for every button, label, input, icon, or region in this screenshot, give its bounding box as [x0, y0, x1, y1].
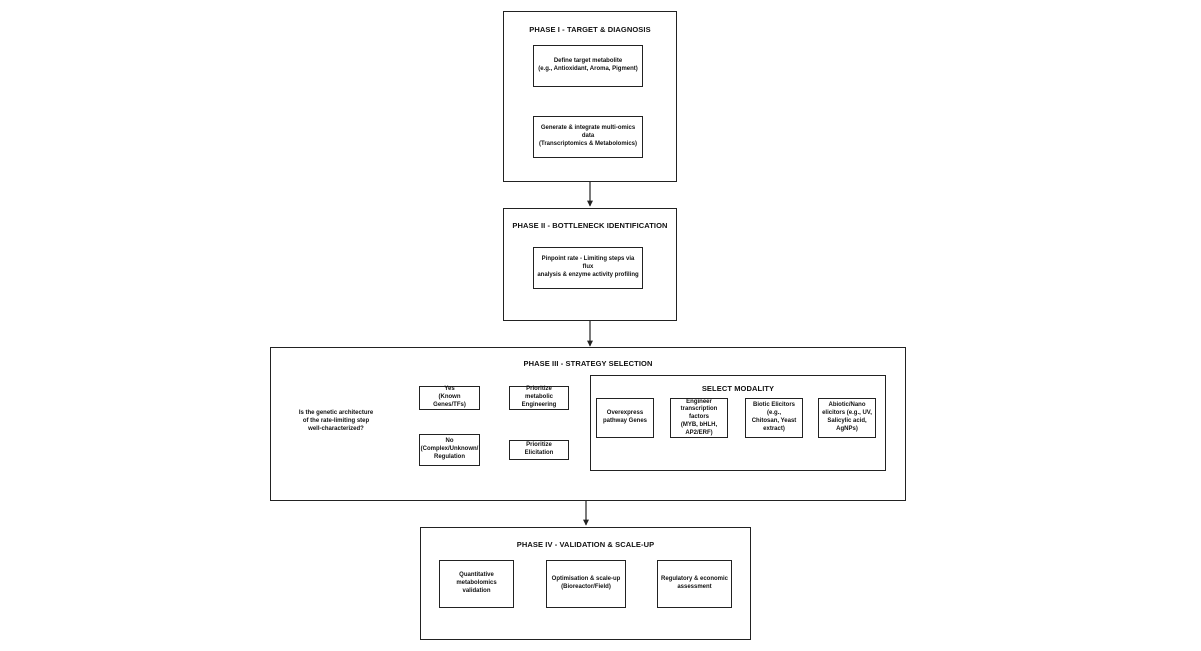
regulatory-line2: assessment	[677, 584, 712, 590]
modality-abiotic: Abiotic/Nano elicitors (e.g., UV, Salicy…	[818, 398, 876, 438]
multi-omics-line2: (Transcriptomics & Metabolomics)	[538, 140, 638, 147]
scaleup-line2: (Bioreactor/Field)	[561, 584, 611, 590]
modality-biotic-line1: Biotic Elicitors (e.g.,	[752, 402, 795, 417]
phase3-title: PHASE III - STRATEGY SELECTION	[523, 359, 653, 368]
define-target-line2: (e.g., Antioxidant, Aroma, Pigment)	[538, 66, 638, 72]
scaleup-line1: Optimisation & scale-up	[551, 576, 621, 583]
metabolic-line2: Engineering	[521, 401, 557, 408]
no-detail2: Regulation	[434, 453, 465, 460]
decision-line3: well-characterized?	[308, 426, 364, 433]
validation-line1: Quantitative	[459, 572, 494, 579]
multi-omics-box: Generate & integrate multi-omics data (T…	[533, 116, 643, 158]
regulatory-box: Regulatory & economic assessment	[657, 560, 732, 608]
modality-tf-line3: (MYB, bHLH,	[680, 421, 718, 428]
decision-line1: Is the genetic architecture	[298, 410, 374, 416]
define-target-line1: Define target metabolite	[553, 58, 623, 65]
validation-line2: metabolomics validation	[456, 580, 497, 594]
modality-tf-line1: Engineer	[686, 398, 712, 405]
yes-box: Yes (Known Genes/TFs)	[419, 386, 480, 410]
decision-line2: of the rate-limiting step	[302, 418, 370, 425]
define-target-box: Define target metabolite (e.g., Antioxid…	[533, 45, 643, 87]
validation-box: Quantitative metabolomics validation	[439, 560, 514, 608]
bottleneck-box: Pinpoint rate - Limiting steps via flux …	[533, 247, 643, 289]
regulatory-line1: Regulatory & economic	[660, 576, 728, 583]
phase4-title: PHASE IV - VALIDATION & SCALE-UP	[516, 540, 655, 549]
modality-biotic: Biotic Elicitors (e.g., Chitosan, Yeast …	[745, 398, 803, 438]
phase2-title: PHASE II - BOTTLENECK IDENTIFICATION	[512, 221, 668, 230]
yes-detail: (Known Genes/TFs)	[433, 394, 466, 408]
modality-tf-line2: transcription factors	[680, 406, 718, 421]
modality-biotic-line2: Chitosan, Yeast	[751, 418, 797, 424]
no-detail1: (Complex/Unknown/	[420, 446, 479, 453]
modality-abiotic-line1: Abiotic/Nano	[828, 402, 866, 409]
modality-transcription-factors: Engineer transcription factors (MYB, bHL…	[670, 398, 728, 438]
yes-label: Yes	[444, 386, 455, 393]
metabolic-engineering-box: Prioritize metabolic Engineering	[509, 386, 569, 410]
metabolic-line1: Prioritize metabolic	[524, 386, 553, 401]
modality-overexpress: Overexpress pathway Genes	[596, 398, 654, 438]
phase1-title: PHASE I - TARGET & DIAGNOSIS	[529, 25, 651, 34]
modality-tf-line4: AP2/ERF)	[685, 429, 713, 436]
bottleneck-line2: analysis & enzyme activity profiling	[537, 271, 639, 278]
no-label: No	[445, 438, 454, 445]
multi-omics-line1: Generate & integrate multi-omics data	[540, 125, 636, 140]
modality-overexpress-line2: pathway Genes	[602, 418, 647, 424]
modality-abiotic-line3: Salicylic acid,	[827, 418, 867, 424]
scaleup-box: Optimisation & scale-up (Bioreactor/Fiel…	[546, 560, 626, 608]
modality-biotic-line3: extract)	[763, 425, 785, 432]
no-box: No (Complex/Unknown/ Regulation	[419, 434, 480, 466]
modality-overexpress-line1: Overexpress	[606, 410, 644, 417]
decision-question: Is the genetic architecture of the rate-…	[279, 409, 393, 433]
modality-abiotic-line4: AgNPs)	[836, 425, 858, 432]
modality-abiotic-line2: elicitors (e.g., UV,	[822, 410, 872, 417]
elicitation-label: Prioritize Elicitation	[524, 442, 554, 456]
modality-title: SELECT MODALITY	[701, 384, 775, 393]
bottleneck-line1: Pinpoint rate - Limiting steps via flux	[541, 256, 635, 271]
elicitation-box: Prioritize Elicitation	[509, 440, 569, 460]
